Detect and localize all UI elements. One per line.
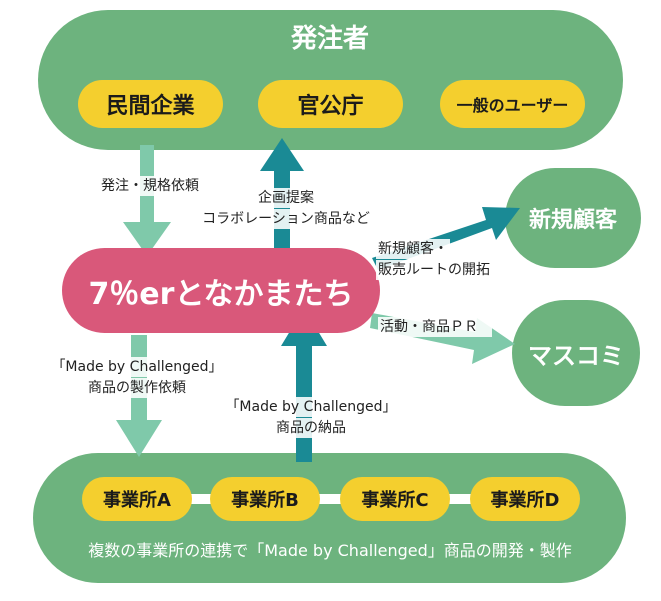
label-request-line2: 商品の製作依頼 <box>86 378 188 398</box>
label-order-spec: 発注・規格依頼 <box>78 176 222 196</box>
label-proposal-line2: コラボレーション商品など <box>200 209 372 229</box>
new-customers-label: 新規顧客 <box>528 208 617 233</box>
orderer-item-private-company: 民間企業 <box>78 80 223 128</box>
offices-connector <box>135 494 520 504</box>
orderer-item-general-user: 一般のユーザー <box>440 80 585 128</box>
orderer-title: 発注者 <box>290 24 369 54</box>
label-develop-line1: 新規顧客・ <box>376 239 450 259</box>
label-develop-line2: 販売ルートの開拓 <box>376 260 492 280</box>
office-c: 事業所C <box>340 477 450 521</box>
arrow-order-down <box>123 145 171 256</box>
label-delivery-line1: 「Made by Challenged」 <box>223 397 399 417</box>
label-request: 「Made by Challenged」 商品の製作依頼 <box>22 356 252 398</box>
label-proposal: 企画提案 コラボレーション商品など <box>186 187 386 229</box>
office-b: 事業所B <box>210 477 320 521</box>
label-request-line1: 「Made by Challenged」 <box>49 357 225 377</box>
label-develop: 新規顧客・ 販売ルートの開拓 <box>376 238 516 280</box>
mass-media-node: マスコミ <box>512 300 640 406</box>
new-customers-node: 新規顧客 <box>505 168 641 268</box>
label-delivery: 「Made by Challenged」 商品の納品 <box>196 396 426 438</box>
orderer-item-government: 官公庁 <box>258 80 403 128</box>
center-label: 7％erとなかまたち <box>88 276 354 312</box>
mass-media-label: マスコミ <box>528 341 624 370</box>
label-proposal-line1: 企画提案 <box>256 188 316 208</box>
arrow-delivery-up <box>281 308 327 462</box>
offices-caption: 複数の事業所の連携で「Made by Challenged」商品の開発・製作 <box>88 541 572 560</box>
office-a: 事業所A <box>82 477 192 521</box>
label-pr: 活動・商品ＰＲ <box>378 317 492 337</box>
label-delivery-line2: 商品の納品 <box>274 418 348 438</box>
center-node: 7％erとなかまたち <box>62 248 380 333</box>
office-d: 事業所D <box>470 477 580 521</box>
